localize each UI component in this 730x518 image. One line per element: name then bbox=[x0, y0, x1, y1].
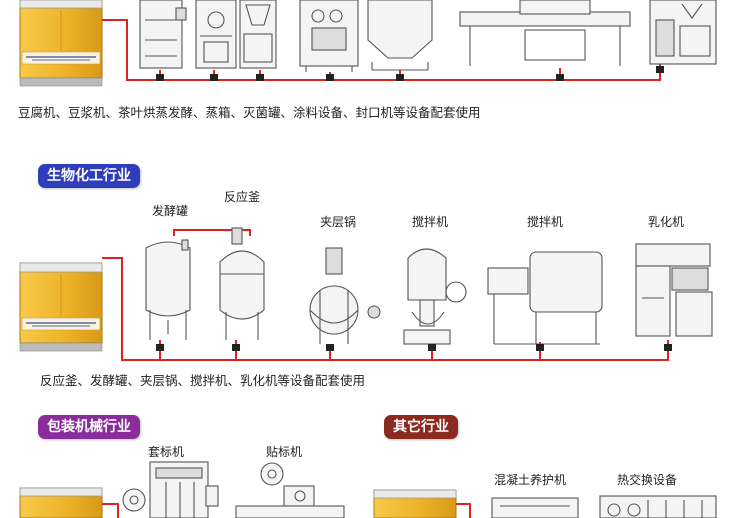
label-mixer-2: 搅拌机 bbox=[527, 215, 564, 229]
biochem-caption: 反应釜、发酵罐、夹层锅、搅拌机、乳化机等设备配套使用 bbox=[40, 373, 366, 388]
food-boiler bbox=[19, 0, 103, 87]
biochem-valves bbox=[156, 344, 672, 351]
food-equipment bbox=[139, 0, 717, 72]
biochem-boiler bbox=[19, 262, 103, 352]
packaging-boiler bbox=[19, 487, 103, 518]
label-heat-exchanger: 热交换设备 bbox=[617, 473, 678, 487]
packaging-equipment bbox=[122, 461, 345, 518]
label-labeler: 贴标机 bbox=[266, 445, 303, 459]
other-badge: 其它行业 bbox=[384, 415, 458, 439]
food-valves bbox=[156, 66, 664, 81]
food-caption: 豆腐机、豆浆机、茶叶烘蒸发酵、蒸箱、灭菌罐、涂料设备、封口机等设备配套使用 bbox=[18, 105, 481, 120]
other-boiler bbox=[373, 489, 457, 518]
label-fermentation-tank: 发酵罐 bbox=[152, 204, 189, 218]
packaging-badge: 包装机械行业 bbox=[38, 415, 140, 439]
packaging-pipe bbox=[102, 503, 119, 518]
label-sleeve-labeler: 套标机 bbox=[148, 445, 185, 459]
biochem-badge: 生物化工行业 bbox=[38, 164, 140, 188]
other-pipe bbox=[456, 503, 471, 518]
biochem-equipment bbox=[145, 227, 713, 345]
label-jacketed-kettle: 夹层锅 bbox=[320, 215, 357, 229]
label-emulsifier: 乳化机 bbox=[648, 215, 685, 229]
label-concrete-curing: 混凝土养护机 bbox=[494, 473, 567, 487]
label-mixer-1: 搅拌机 bbox=[412, 215, 449, 229]
label-reaction-kettle: 反应釜 bbox=[224, 190, 261, 204]
other-equipment bbox=[491, 495, 717, 518]
